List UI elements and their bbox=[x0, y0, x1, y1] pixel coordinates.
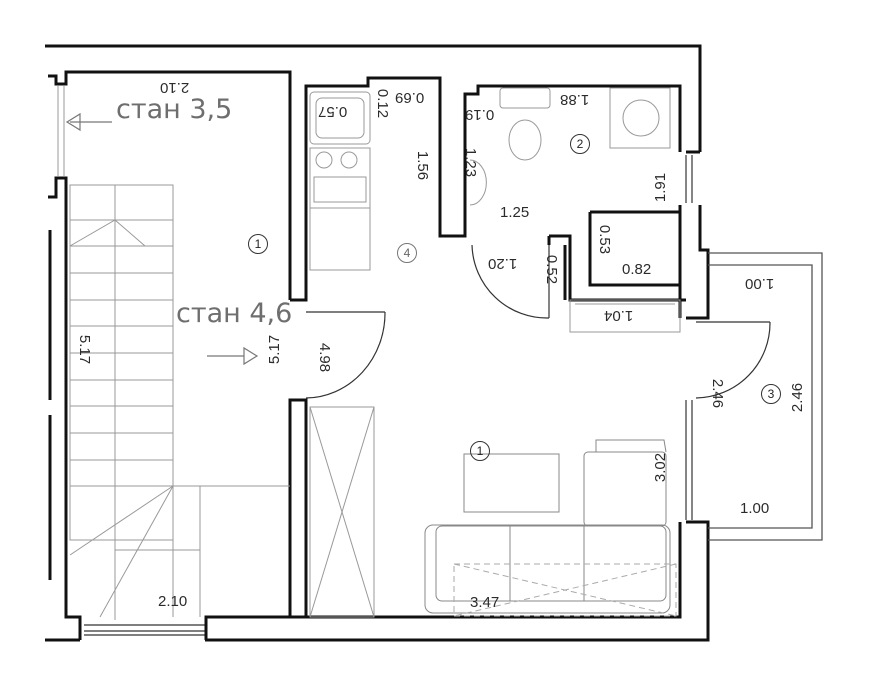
dim-stair-bottom: 2.10 bbox=[158, 593, 188, 610]
bottom-window bbox=[84, 624, 206, 636]
dim-kitchen-offset: 0.12 bbox=[374, 88, 392, 119]
room-number-kitchen: 4 bbox=[397, 243, 417, 263]
bathroom-fixtures bbox=[469, 87, 671, 206]
dim-bath-left: 1.23 bbox=[462, 147, 480, 178]
dim-hall-width: 1.20 bbox=[488, 255, 518, 272]
dim-sink: 0.57 bbox=[318, 103, 348, 120]
dim-balcony-height: 2.46 bbox=[789, 382, 807, 413]
doors bbox=[305, 244, 771, 399]
closets bbox=[309, 299, 681, 618]
staircase bbox=[69, 184, 290, 620]
dim-living-width: 3.47 bbox=[470, 594, 500, 611]
room-number-balcony: 3 bbox=[761, 384, 781, 404]
balcony-outline bbox=[708, 252, 823, 541]
dim-corridor-length: 4.98 bbox=[316, 342, 334, 373]
dim-balcony-top: 1.00 bbox=[745, 275, 775, 292]
dim-balcony-bottom: 1.00 bbox=[740, 500, 770, 517]
bed-dashed bbox=[453, 563, 677, 617]
living-furniture bbox=[424, 439, 671, 614]
level-arrows bbox=[65, 112, 259, 366]
dim-hall-step: 0.52 bbox=[543, 254, 561, 285]
dim-wardrobe: 1.04 bbox=[604, 307, 634, 324]
right-windows bbox=[685, 155, 693, 520]
exterior-walls bbox=[45, 44, 710, 642]
dim-kitchen-top: 0.69 bbox=[395, 89, 425, 106]
room-number-bathroom: 2 bbox=[570, 134, 590, 154]
dim-niche-width: 0.82 bbox=[622, 261, 652, 278]
dim-bath-right: 1.91 bbox=[652, 172, 670, 203]
left-wall bbox=[48, 70, 292, 640]
level-label-3-5: стан 3,5 bbox=[116, 94, 233, 125]
left-window bbox=[57, 86, 65, 176]
dim-niche-height: 0.53 bbox=[596, 224, 614, 255]
kitchen-counter bbox=[309, 91, 371, 271]
dim-bath-offset: 0.19 bbox=[465, 106, 495, 123]
dim-bath-top: 1.88 bbox=[560, 91, 590, 108]
level-label-4-6: стан 4,6 bbox=[176, 298, 293, 329]
room-number-staircase: 1 bbox=[248, 234, 268, 254]
dim-stair-length: 5.17 bbox=[76, 334, 94, 365]
dim-balcony-inner: 2.46 bbox=[709, 378, 727, 409]
dim-entry-length: 5.17 bbox=[266, 334, 284, 365]
dim-living-height: 3.02 bbox=[652, 452, 670, 483]
dim-stair-top: 2.10 bbox=[160, 79, 190, 96]
dim-bath-bottom: 1.25 bbox=[500, 204, 530, 221]
room-number-living: 1 bbox=[470, 441, 490, 461]
dim-kitchen-depth: 1.56 bbox=[414, 150, 432, 181]
